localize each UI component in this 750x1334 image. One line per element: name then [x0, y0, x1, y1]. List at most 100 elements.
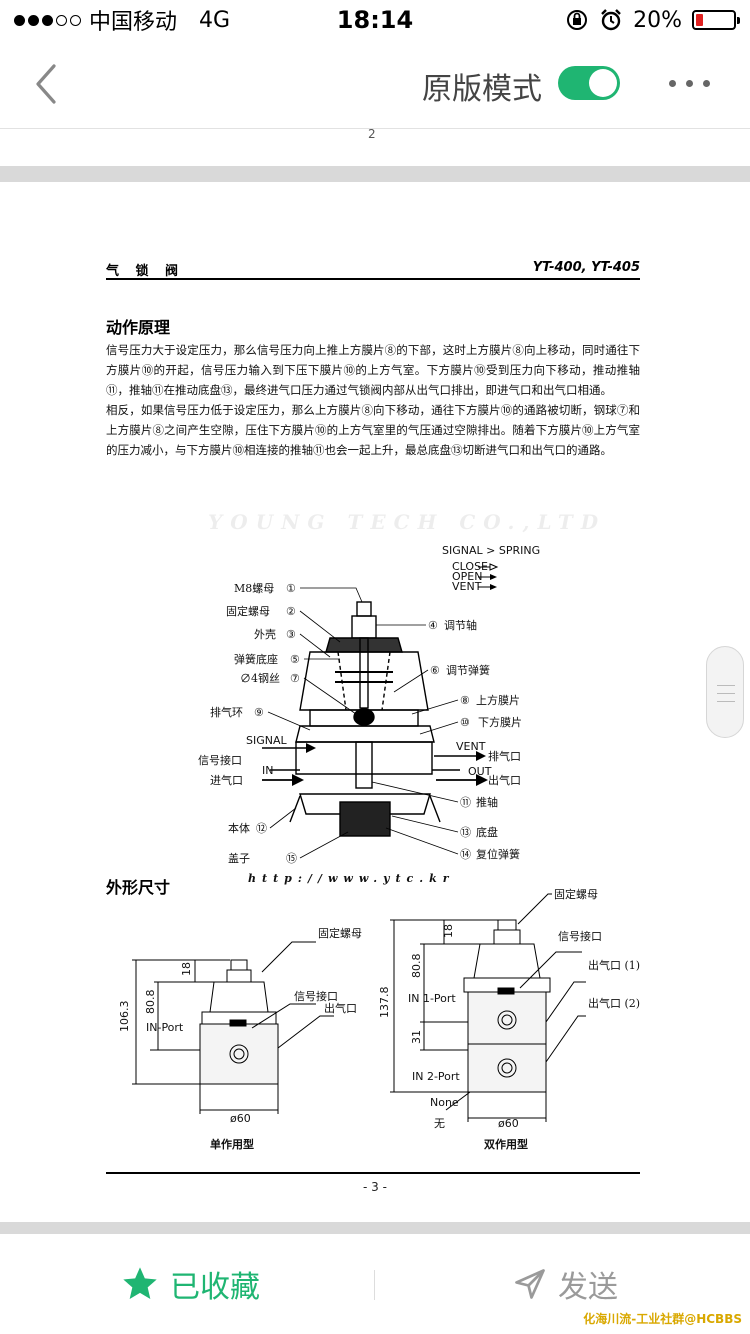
double-none-label: None: [430, 1096, 459, 1109]
double-lock-nut-label: 固定螺母: [554, 887, 598, 901]
svg-text:⑭: ⑭: [460, 848, 471, 861]
label-exhaust-ring: 排气环: [210, 705, 243, 719]
rotation-lock-icon: [567, 10, 588, 30]
label-lock-nut: 固定螺母: [226, 604, 270, 618]
page-separator-bottom: [0, 1222, 750, 1234]
label-signal-port: 信号接口: [198, 754, 242, 767]
battery-icon: [692, 10, 740, 30]
svg-text:⑫: ⑫: [256, 822, 267, 835]
svg-text:⑩: ⑩: [460, 716, 470, 729]
footer-rule: [106, 1172, 640, 1174]
status-bar: 中国移动 4G 18:14 20%: [0, 0, 750, 40]
original-mode-label: 原版模式: [422, 72, 542, 107]
label-lower-diaphragm: 下方膜片: [478, 715, 522, 729]
svg-text:⑮: ⑮: [286, 852, 297, 865]
label-base-plate: 底盘: [476, 825, 498, 839]
double-in1-label: IN 1-Port: [408, 992, 456, 1005]
label-return-spring: 复位弹簧: [476, 847, 520, 861]
svg-text:②: ②: [286, 605, 296, 618]
label-spring-seat: 弹簧底座: [234, 652, 278, 666]
svg-text:ø60: ø60: [498, 1117, 519, 1130]
url-watermark: http://www.ytc.kr: [248, 872, 455, 885]
single-outlet-label: 出气口: [324, 1001, 357, 1015]
legend-open: OPEN: [452, 570, 482, 583]
svg-text:④: ④: [428, 619, 438, 632]
model-number: YT-400, YT-405: [532, 260, 640, 275]
svg-text:106.3: 106.3: [118, 1001, 131, 1033]
back-button[interactable]: [28, 62, 68, 106]
page-separator: [0, 166, 750, 182]
label-m8-nut: M8螺母: [234, 582, 274, 595]
previous-page-edge: 2: [0, 127, 750, 166]
label-cover: 盖子: [228, 851, 250, 865]
flow-legend: SIGNAL > SPRING CLOSE OPEN VENT: [442, 544, 540, 593]
double-outlet-1-label: 出气口 (1): [588, 958, 640, 972]
svg-text:18: 18: [442, 924, 455, 938]
scroll-handle[interactable]: [706, 646, 744, 738]
svg-text:③: ③: [286, 628, 296, 641]
send-icon: [515, 1269, 545, 1299]
favorite-button[interactable]: 已收藏: [120, 1262, 260, 1306]
double-in2-label: IN 2-Port: [412, 1070, 460, 1083]
double-acting-caption: 双作用型: [484, 1137, 528, 1151]
double-acting-text: 固定螺母 信号接口 出气口 (1) 出气口 (2) IN 1-Port IN 2…: [378, 887, 640, 1151]
svg-text:①: ①: [286, 582, 296, 595]
document-page: 气 锁 阀 YT-400, YT-405 动作原理 信号压力大于设定压力，那么信…: [0, 182, 750, 1222]
label-outlet-port: 出气口: [488, 773, 521, 787]
document-header: 气 锁 阀 YT-400, YT-405: [106, 260, 640, 280]
more-options-button[interactable]: [669, 80, 710, 87]
bottom-action-bar: 已收藏 发送 化海川流-工业社群@HCBBS: [0, 1234, 750, 1334]
svg-text:80.8: 80.8: [410, 954, 423, 979]
svg-text:⑨: ⑨: [254, 706, 264, 719]
battery-percent: 20%: [633, 7, 682, 33]
svg-text:137.8: 137.8: [378, 987, 391, 1019]
svg-text:⑬: ⑬: [460, 826, 471, 839]
single-in-port-label: IN-Port: [146, 1021, 184, 1034]
out-port-tag: OUT: [468, 765, 492, 778]
single-acting-drawing: [132, 941, 334, 1114]
right-part-labels: ④ 调节轴 ⑥ 调节弹簧 ⑧ 上方膜片 ⑩ 下方膜片 排气口 出气口 ⑪ 推轴 …: [371, 618, 522, 861]
svg-text:⑪: ⑪: [460, 796, 471, 809]
signal-strength-icon: [14, 14, 81, 26]
network-type: 4G: [199, 7, 231, 33]
vent-port-tag: VENT: [456, 740, 486, 753]
legend-vent: VENT: [452, 580, 482, 593]
svg-text:⑧: ⑧: [460, 694, 470, 707]
double-signal-label: 信号接口: [558, 930, 602, 943]
in-port-tag: IN: [262, 764, 273, 777]
single-acting-caption: 单作用型: [210, 1137, 254, 1151]
double-outlet-2-label: 出气口 (2): [588, 996, 640, 1010]
star-icon: [123, 1267, 157, 1299]
product-name: 气 锁 阀: [106, 264, 185, 279]
paragraph-1: 信号压力大于设定压力，那么信号压力向上推上方膜片⑧的下部，这时上方膜片⑧向上移动…: [106, 343, 640, 397]
navigation-bar: 原版模式: [0, 40, 750, 128]
label-body: 本体: [228, 821, 250, 835]
dimensions-title: 外形尺寸: [106, 878, 171, 897]
technical-drawings: SIGNAL > SPRING CLOSE OPEN VENT: [118, 544, 640, 1151]
signal-port-tag: SIGNAL: [246, 734, 288, 747]
single-signal-label: 信号接口: [294, 990, 338, 1003]
company-watermark: YOUNG TECH CO.,LTD: [208, 510, 607, 534]
corner-watermark: 化海川流-工业社群@HCBBS: [583, 1312, 742, 1326]
carrier-name: 中国移动: [89, 10, 178, 35]
label-steel-ball: ∅4钢丝: [240, 672, 280, 685]
label-inlet-port: 进气口: [210, 773, 243, 787]
flow-arrows: SIGNAL IN VENT OUT: [246, 734, 492, 786]
single-acting-text: 固定螺母 信号接口 出气口 IN-Port 18 80.8 106.3 ø60 …: [118, 926, 362, 1151]
label-push-shaft: 推轴: [476, 795, 498, 809]
svg-text:⑥: ⑥: [430, 664, 440, 677]
bottom-divider: [374, 1270, 375, 1300]
svg-text:⑤: ⑤: [290, 653, 300, 666]
alarm-icon: [601, 9, 621, 31]
label-upper-diaphragm: 上方膜片: [476, 693, 520, 707]
legend-close: CLOSE: [452, 560, 488, 573]
svg-text:⑦: ⑦: [290, 672, 300, 685]
toggle-knob: [589, 69, 617, 97]
send-button[interactable]: 发送: [512, 1262, 618, 1306]
svg-text:ø60: ø60: [230, 1112, 251, 1125]
operation-principle-title: 动作原理: [106, 318, 171, 337]
previous-page-number: 2: [368, 127, 376, 141]
double-none-cn-label: 无: [434, 1117, 445, 1130]
original-mode-toggle[interactable]: [558, 66, 620, 100]
label-adjust-spring: 调节弹簧: [446, 663, 490, 677]
